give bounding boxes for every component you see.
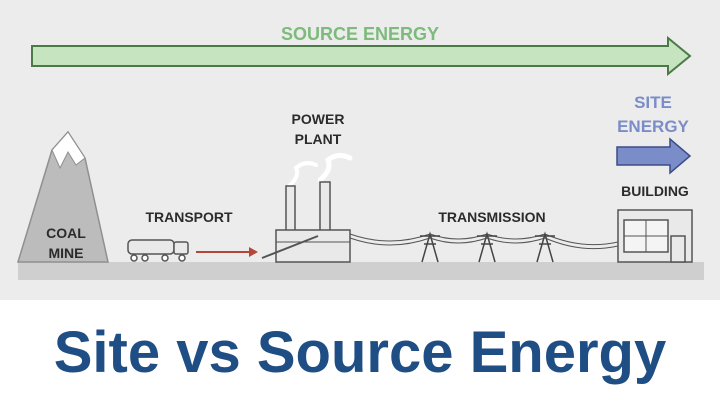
- coal-mine-mountain-icon: [16, 130, 109, 263]
- energy-flow-diagram: SOURCE ENERGY SITE ENERGY COAL MINE TRAN…: [16, 24, 704, 280]
- power-tower-icon: [535, 231, 555, 263]
- truck-icon: [127, 239, 189, 262]
- page-title: Site vs Source Energy: [53, 320, 667, 385]
- transmission-label: TRANSMISSION: [438, 209, 545, 225]
- transport-arrow-icon: [196, 247, 258, 257]
- ground-strip: [18, 262, 704, 280]
- power-tower-icon: [420, 231, 440, 263]
- power-tower-icon: [477, 231, 497, 263]
- power-plant-label-line1: POWER: [292, 111, 345, 127]
- source-energy-label: SOURCE ENERGY: [281, 24, 439, 44]
- coal-mine-label-line2: MINE: [49, 245, 84, 261]
- building-label: BUILDING: [621, 183, 689, 199]
- site-energy-arrow: [616, 137, 692, 175]
- site-energy-label-line1: SITE: [634, 93, 672, 112]
- site-energy-label-line2: ENERGY: [617, 117, 689, 136]
- source-energy-arrow: [31, 35, 692, 77]
- coal-mine-label-line1: COAL: [46, 225, 86, 241]
- power-plant-icon: [261, 152, 353, 263]
- power-plant-label-line2: PLANT: [295, 131, 342, 147]
- transport-label: TRANSPORT: [145, 209, 233, 225]
- building-icon: [617, 209, 693, 263]
